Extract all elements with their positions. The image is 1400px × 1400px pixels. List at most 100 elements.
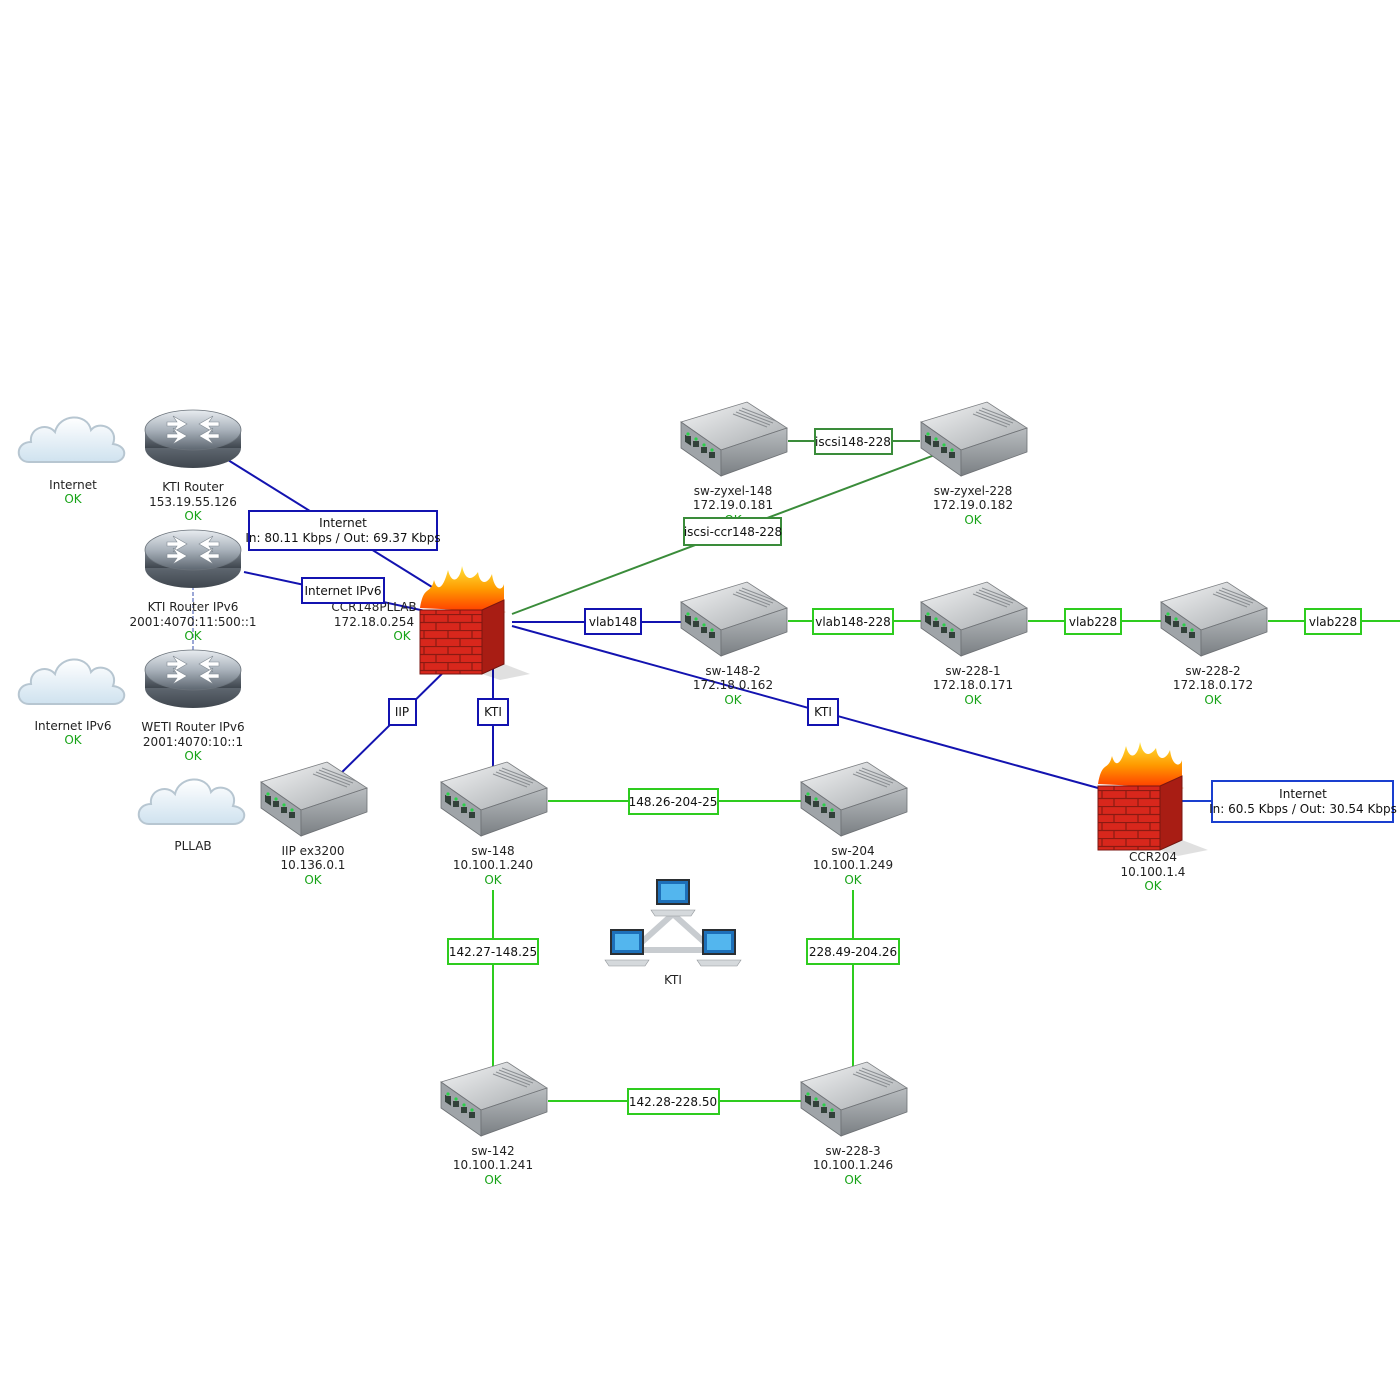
sw-zyxel-148-switch[interactable]: [680, 401, 788, 477]
node-name: KTI: [664, 973, 682, 987]
kti-group[interactable]: [605, 880, 741, 966]
node-ip: 172.19.0.182: [933, 498, 1013, 512]
router-icon: [144, 529, 242, 589]
switch-icon: [260, 761, 368, 837]
node-ip: 10.100.1.241: [453, 1158, 533, 1172]
link-label-vlab228-a[interactable]: vlab228: [1064, 608, 1122, 635]
link-label-iscsi-ccr148-228[interactable]: iscsi-ccr148-228: [683, 517, 782, 546]
node-status: OK: [64, 492, 82, 506]
sw-148-2-switch[interactable]: [680, 581, 788, 657]
node-status: OK: [844, 873, 862, 887]
link-labels: Internet In: 80.11 Kbps / Out: 69.37 Kbp…: [245, 428, 1397, 1115]
node-name: sw-zyxel-228: [934, 484, 1012, 498]
node-status: OK: [964, 693, 982, 707]
link-label: KTI: [814, 705, 832, 719]
link-label-kti-diag[interactable]: KTI: [807, 698, 839, 726]
node-status: OK: [304, 873, 322, 887]
node-labels: Internet OK KTI Router 153.19.55.126 OK …: [35, 478, 1254, 1187]
node-name: sw-228-1: [945, 664, 1000, 678]
switch-icon: [680, 401, 788, 477]
sw-204-switch[interactable]: [800, 761, 908, 837]
switch-icon: [680, 581, 788, 657]
link-title: Internet: [1279, 787, 1327, 801]
sw-zyxel-228-switch[interactable]: [920, 401, 1028, 477]
iip-ex3200-switch[interactable]: [260, 761, 368, 837]
node-ip: 10.100.1.4: [1121, 865, 1186, 879]
node-status: OK: [184, 749, 202, 763]
switch-icon: [920, 401, 1028, 477]
node-name: sw-204: [831, 844, 874, 858]
node-ip: 10.100.1.249: [813, 858, 893, 872]
link-label-internet[interactable]: Internet In: 80.11 Kbps / Out: 69.37 Kbp…: [245, 510, 441, 551]
link-label: vlab228: [1069, 615, 1117, 629]
sw-142-switch[interactable]: [440, 1061, 548, 1137]
node-name: IIP ex3200: [282, 844, 345, 858]
node-status: OK: [184, 509, 202, 523]
link-label-vlab148[interactable]: vlab148: [584, 608, 642, 635]
node-status: OK: [1204, 693, 1222, 707]
node-status: OK: [64, 733, 82, 747]
node-status: OK: [393, 629, 411, 643]
link-label-iscsi148-228[interactable]: iscsi148-228: [814, 428, 893, 455]
link-ccr-ccr204[interactable]: [511, 625, 1099, 789]
kti-router[interactable]: [144, 409, 242, 469]
node-ip: 172.19.0.181: [693, 498, 773, 512]
switch-icon: [800, 1061, 908, 1137]
link-label-vlab148-228[interactable]: vlab148-228: [812, 608, 894, 635]
node-name: sw-228-2: [1185, 664, 1240, 678]
link-label-228-204[interactable]: 228.49-204.26: [806, 938, 900, 965]
link-label: vlab228: [1309, 615, 1357, 629]
node-ip: 10.100.1.246: [813, 1158, 893, 1172]
link-traffic: In: 80.11 Kbps / Out: 69.37 Kbps: [245, 531, 440, 545]
cloud-icon: [17, 416, 126, 463]
weti-router-ipv6[interactable]: [144, 649, 242, 709]
link-label-internet-ccr204[interactable]: Internet In: 60.5 Kbps / Out: 30.54 Kbps: [1209, 780, 1397, 823]
link-label-142-148[interactable]: 142.27-148.25: [447, 938, 539, 965]
link-label: vlab148-228: [815, 615, 891, 629]
kti-router-ipv6[interactable]: [144, 529, 242, 589]
node-ip: 172.18.0.162: [693, 678, 773, 692]
sw-228-3-switch[interactable]: [800, 1061, 908, 1137]
node-name: KTI Router: [162, 480, 223, 494]
internet-cloud[interactable]: [17, 416, 126, 463]
link-label: Internet IPv6: [305, 584, 382, 598]
switch-icon: [1160, 581, 1268, 657]
link-label-iip[interactable]: IIP: [388, 698, 417, 726]
node-ip: 153.19.55.126: [149, 495, 237, 509]
node-ip: 10.136.0.1: [281, 858, 346, 872]
link-title: Internet: [319, 516, 367, 530]
node-ip: 2001:4070:11:500::1: [129, 615, 256, 629]
link-label: 142.28-228.50: [629, 1095, 717, 1109]
firewall-icon: [1097, 741, 1209, 857]
link-label: KTI: [484, 705, 502, 719]
node-name: sw-148-2: [705, 664, 760, 678]
sw-148-switch[interactable]: [440, 761, 548, 837]
link-label: iscsi-ccr148-228: [684, 525, 782, 539]
switch-icon: [440, 1061, 548, 1137]
sw-228-2-switch[interactable]: [1160, 581, 1268, 657]
node-name: PLLAB: [174, 839, 211, 853]
link-label: 148.26-204-25: [629, 795, 718, 809]
switch-icon: [440, 761, 548, 837]
node-name: sw-142: [471, 1144, 514, 1158]
link-label-vlab228-b[interactable]: vlab228: [1304, 608, 1362, 635]
ccr204-firewall[interactable]: [1097, 741, 1209, 857]
link-label-148-204[interactable]: 148.26-204-25: [628, 788, 719, 815]
node-name: sw-zyxel-148: [694, 484, 772, 498]
link-label-142-228[interactable]: 142.28-228.50: [627, 1088, 720, 1115]
node-status: OK: [964, 513, 982, 527]
link-label: iscsi148-228: [815, 435, 891, 449]
sw-228-1-switch[interactable]: [920, 581, 1028, 657]
node-name: WETI Router IPv6: [141, 720, 244, 734]
link-label-internet-ipv6[interactable]: Internet IPv6: [301, 577, 385, 604]
node-name: Internet: [49, 478, 97, 492]
node-ip: 2001:4070:10::1: [143, 735, 243, 749]
node-ip: 172.18.0.171: [933, 678, 1013, 692]
link-label-kti-down[interactable]: KTI: [477, 698, 509, 726]
link-label: 142.27-148.25: [449, 945, 537, 959]
pllab-cloud[interactable]: [137, 778, 246, 825]
node-name: Internet IPv6: [35, 719, 112, 733]
internet-ipv6-cloud[interactable]: [17, 658, 126, 705]
node-status: OK: [184, 629, 202, 643]
node-name: sw-148: [471, 844, 514, 858]
